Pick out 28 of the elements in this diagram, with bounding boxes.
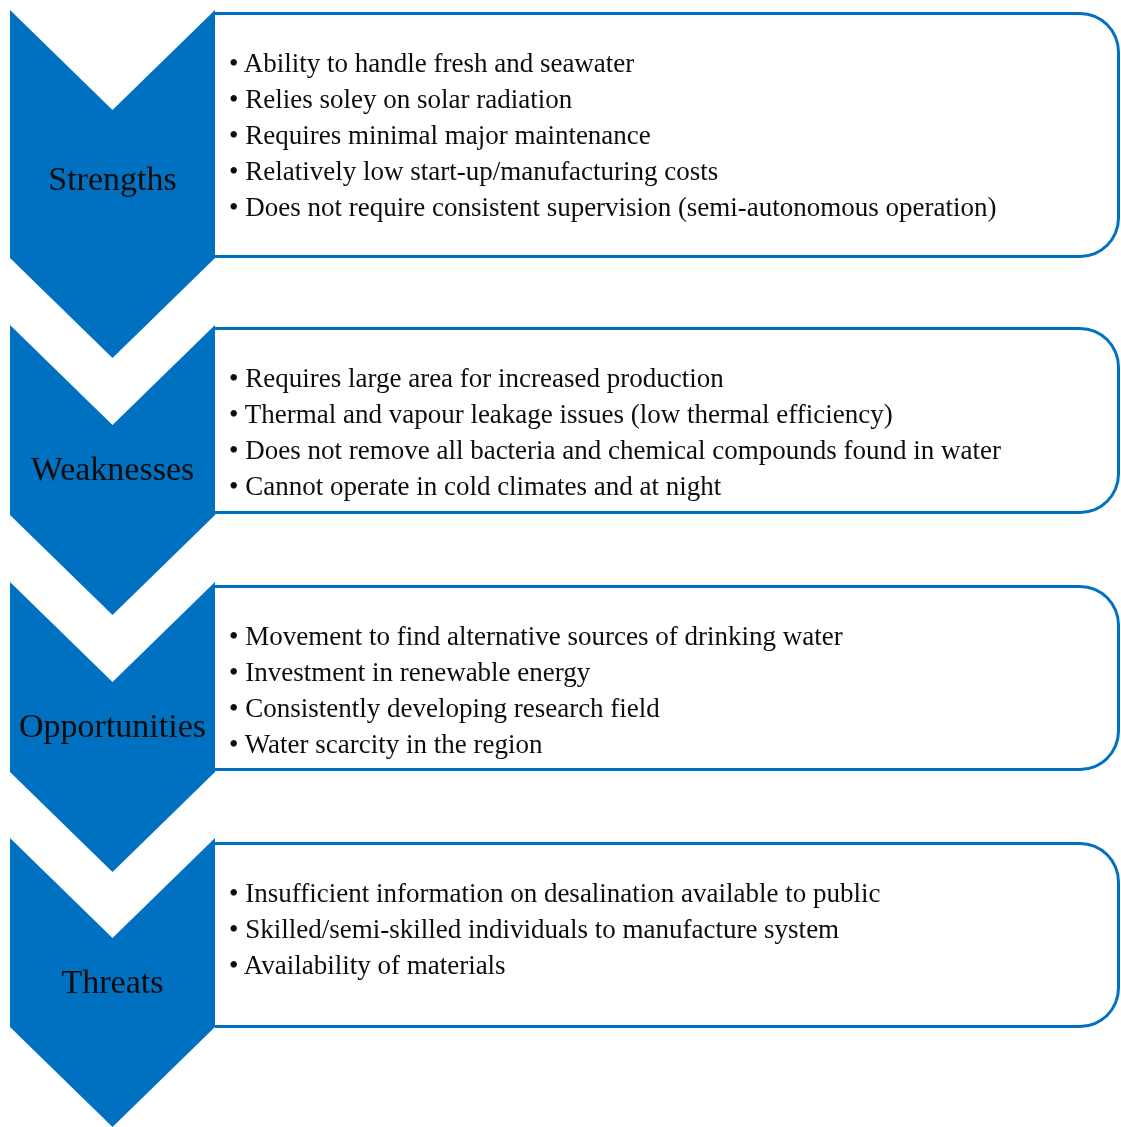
chevron-shape [10,838,215,1127]
bullet-item: • Skilled/semi-skilled individuals to manufacture system [229,913,841,946]
bullet-item: • Requires large area for increased production [229,362,725,395]
bullet-item: • Insufficient information on desalination available to public [229,877,882,910]
text-box [215,327,1120,514]
category-label: Opportunities [18,707,207,745]
chevron-shape [10,582,215,872]
bullet-item: • Thermal and vapour leakage issues (low thermal efficiency) [229,398,894,431]
category-label: Threats [60,963,165,1001]
text-box [215,585,1120,771]
bullet-item: • Availability of materials [229,949,507,982]
chevron-shape [10,325,215,615]
bullet-item: • Ability to handle fresh and seawater [229,47,636,80]
bullet-item: • Relatively low start-up/manufacturing costs [229,155,720,188]
bullet-item: • Investment in renewable energy [229,656,592,689]
bullet-item: • Movement to find alternative sources of drinking water [229,620,844,653]
bullet-item: • Relies soley on solar radiation [229,83,574,116]
text-box [215,12,1120,258]
category-label: Weaknesses [29,450,196,488]
bullet-item: • Does not remove all bacteria and chemical compounds found in water [229,434,1002,467]
bullet-item: • Consistently developing research field [229,692,661,725]
bullet-item: • Cannot operate in cold climates and at night [229,470,723,503]
text-box [215,842,1120,1028]
bullet-item: • Water scarcity in the region [229,728,544,761]
bullet-item: • Does not require consistent supervision (semi-autonomous operation) [229,191,998,224]
chevron-shape [10,10,215,358]
bullet-item: • Requires minimal major maintenance [229,119,652,152]
category-label: Strengths [47,160,178,198]
